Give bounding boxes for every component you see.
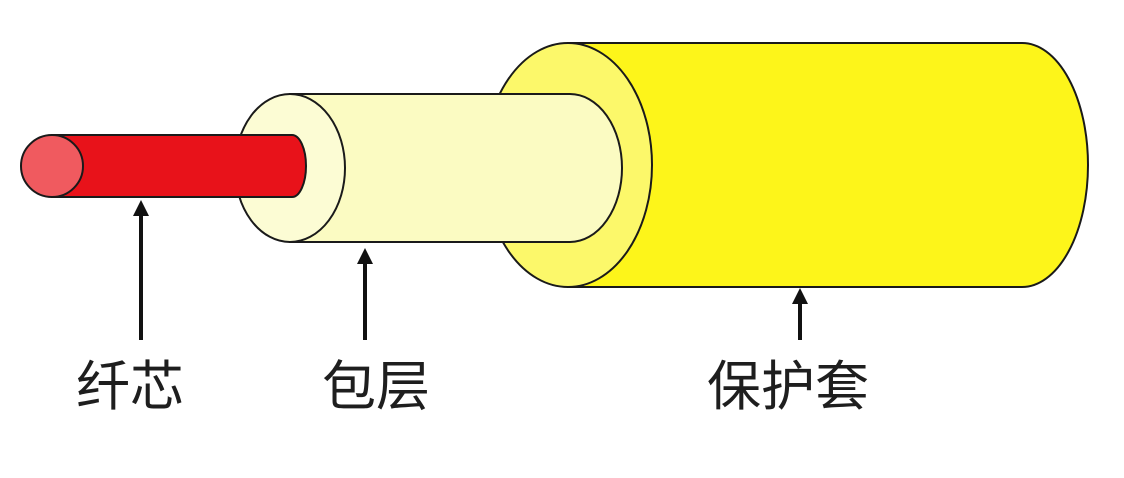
cladding-label: 包层: [322, 355, 430, 418]
jacket-label: 保护套: [707, 355, 869, 418]
core-end-face: [20, 134, 84, 198]
jacket-body: [567, 42, 1089, 288]
cladding-arrow: [357, 248, 373, 340]
core-cylinder: [20, 134, 307, 198]
core-body: [51, 134, 307, 198]
core-arrow: [133, 200, 149, 340]
jacket-arrow: [792, 288, 808, 340]
core-label: 纤芯: [76, 355, 184, 418]
cladding-body: [289, 93, 623, 243]
